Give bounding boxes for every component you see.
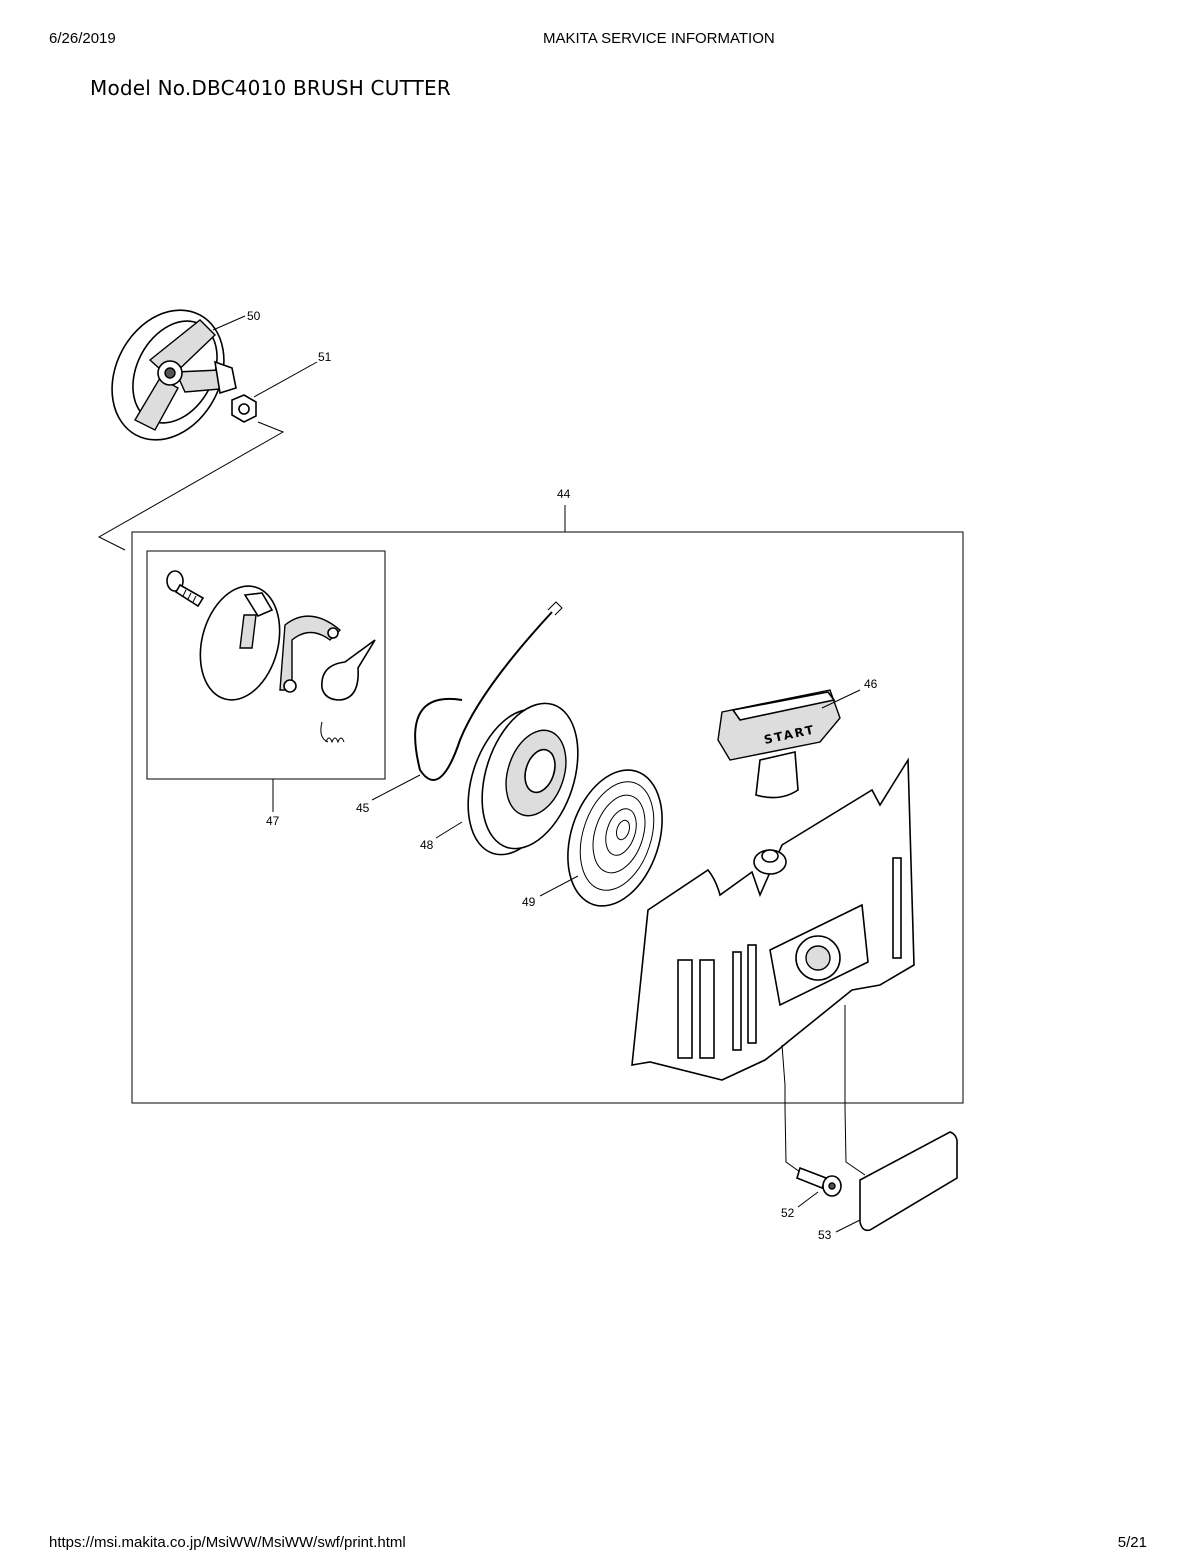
starter-housing <box>631 757 915 1081</box>
label-53: 53 <box>818 1228 832 1242</box>
label-49: 49 <box>522 895 536 909</box>
kit-screw <box>166 570 205 608</box>
part-48-reel <box>467 702 579 856</box>
label-50: 50 <box>247 309 261 323</box>
kit-ratchet-plate <box>199 585 281 701</box>
footer-url: https://msi.makita.co.jp/MsiWW/MsiWW/swf… <box>49 1534 406 1551</box>
assembly-box-44 <box>131 531 964 1104</box>
label-44: 44 <box>557 487 571 501</box>
label-51: 51 <box>318 350 332 364</box>
part-45-rope <box>414 601 563 781</box>
label-46: 46 <box>864 677 878 691</box>
label-47: 47 <box>266 814 280 828</box>
footer-page-number: 5/21 <box>1117 1534 1147 1551</box>
label-48: 48 <box>420 838 434 852</box>
header-title: MAKITA SERVICE INFORMATION <box>543 30 775 47</box>
model-title: Model No.DBC4010 BRUSH CUTTER <box>90 76 451 100</box>
part-51-nut <box>231 394 257 423</box>
kit-box-47 <box>146 550 386 780</box>
kit-guide <box>321 639 376 701</box>
part-52-screw <box>796 1166 842 1197</box>
part-46-handle: START <box>717 689 841 799</box>
kit-pawl <box>279 615 342 693</box>
part-50-pulley <box>111 309 237 441</box>
header-date: 6/26/2019 <box>49 30 116 47</box>
kit-spring <box>320 721 345 744</box>
label-52: 52 <box>781 1206 795 1220</box>
part-53-label <box>859 1131 958 1232</box>
part-49-spring <box>567 769 663 907</box>
label-45: 45 <box>356 801 370 815</box>
